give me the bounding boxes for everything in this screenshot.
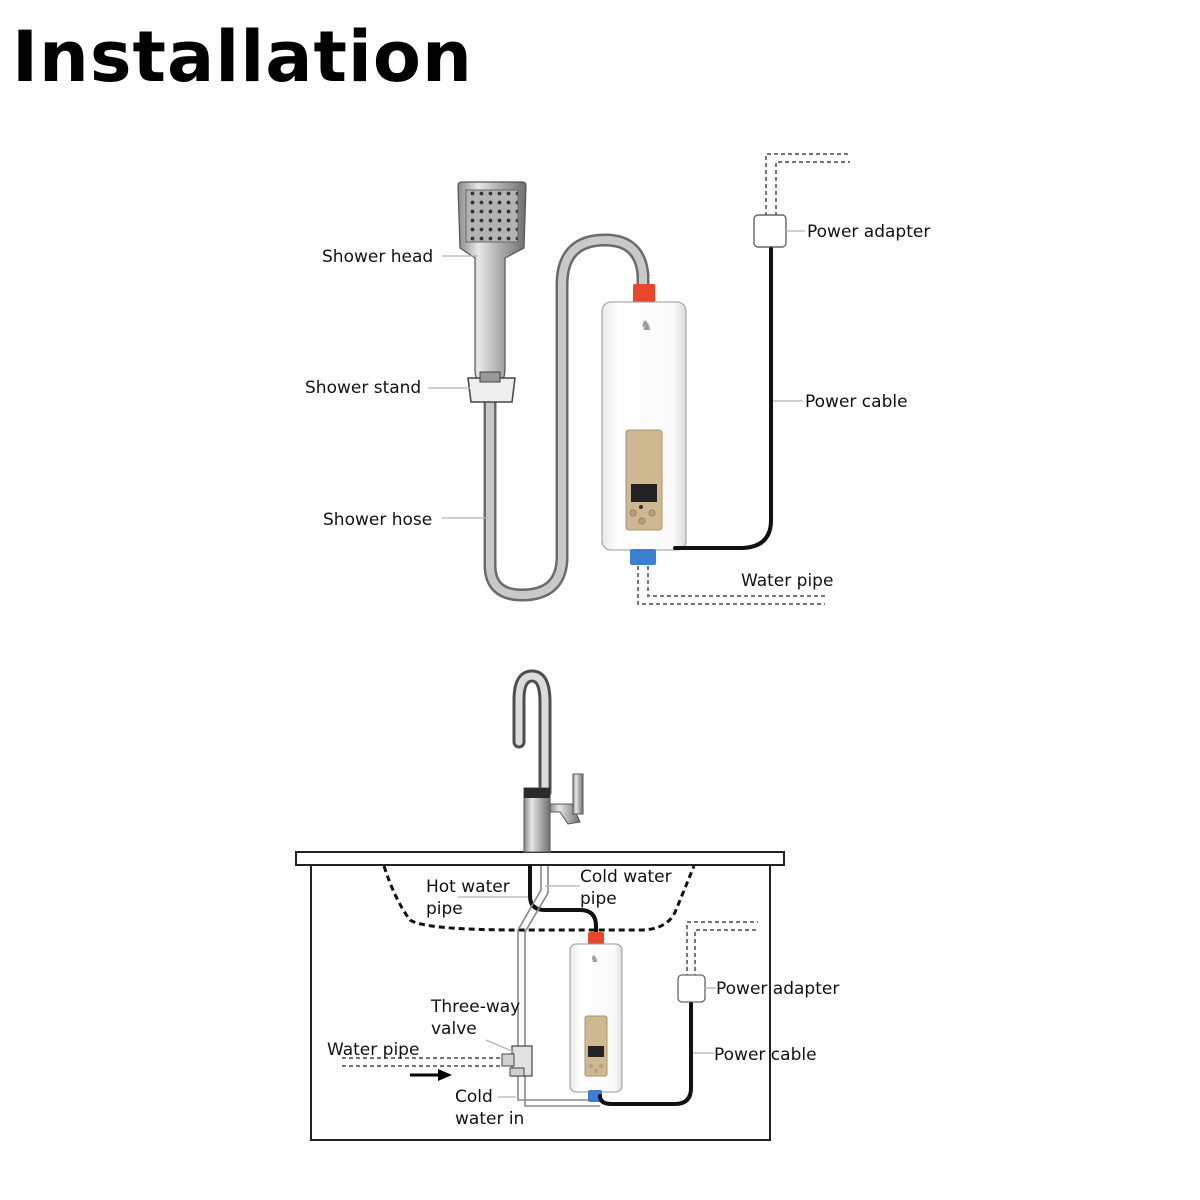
brand-logo-icon: ♞ [640, 318, 653, 334]
sink-setup: ♞ Hot water pipe Cold water pipe Three-w… [295, 669, 839, 1141]
adapter-wire-dashed [686, 921, 758, 978]
label-cold-water-in-line2: water in [455, 1109, 524, 1129]
cabinet [310, 865, 771, 1141]
label-power-adapter: Power adapter [716, 979, 839, 999]
label-cold-water-in-line1: Cold [455, 1087, 493, 1107]
cold-water-pipe [517, 866, 549, 1052]
brand-logo-icon: ♞ [590, 954, 599, 965]
label-three-way-valve-line1: Three-way [430, 997, 520, 1017]
adapter-wire-dashed [765, 153, 850, 216]
display-screen [588, 1046, 604, 1057]
water-pipe-dashed [637, 566, 825, 605]
cold-water-in-pipe [517, 1074, 600, 1107]
cold-inlet-connector [630, 549, 656, 565]
page-title: Installation [12, 16, 473, 98]
shower-stand [467, 371, 516, 403]
shower-hose [483, 233, 650, 602]
shower-setup: ♞ Shower head Shower stand Shower hose P… [305, 153, 930, 605]
label-cold-water-pipe-line1: Cold water [580, 867, 672, 887]
label-power-adapter: Power adapter [807, 222, 930, 242]
label-shower-hose: Shower hose [323, 510, 432, 530]
hot-water-pipe [528, 864, 598, 936]
hot-outlet-connector [588, 932, 604, 947]
label-shower-head: Shower head [322, 247, 433, 267]
water-pipe-dashed [342, 1057, 502, 1067]
faucet [512, 669, 584, 853]
label-water-pipe: Water pipe [741, 571, 833, 591]
label-hot-water-pipe-line1: Hot water [426, 877, 510, 897]
sink-basin [382, 865, 696, 932]
water-heater-unit: ♞ [601, 284, 687, 565]
water-heater-unit-small: ♞ [569, 932, 623, 1102]
label-hot-water-pipe-line2: pipe [426, 899, 463, 919]
power-cable [598, 1002, 693, 1106]
label-cold-water-pipe-line2: pipe [580, 889, 617, 909]
label-water-pipe: Water pipe [327, 1040, 419, 1060]
label-shower-stand: Shower stand [305, 378, 421, 398]
label-power-cable: Power cable [805, 392, 908, 412]
countertop [295, 851, 785, 866]
control-panel [625, 429, 663, 531]
power-adapter [677, 974, 706, 1003]
display-screen [631, 484, 657, 502]
label-three-way-valve-line2: valve [431, 1019, 477, 1039]
power-cable [673, 247, 773, 550]
label-power-cable: Power cable [714, 1045, 817, 1065]
three-way-valve [501, 1045, 533, 1077]
shower-head [457, 181, 527, 386]
power-adapter [753, 214, 787, 248]
hot-outlet-connector [633, 284, 655, 306]
